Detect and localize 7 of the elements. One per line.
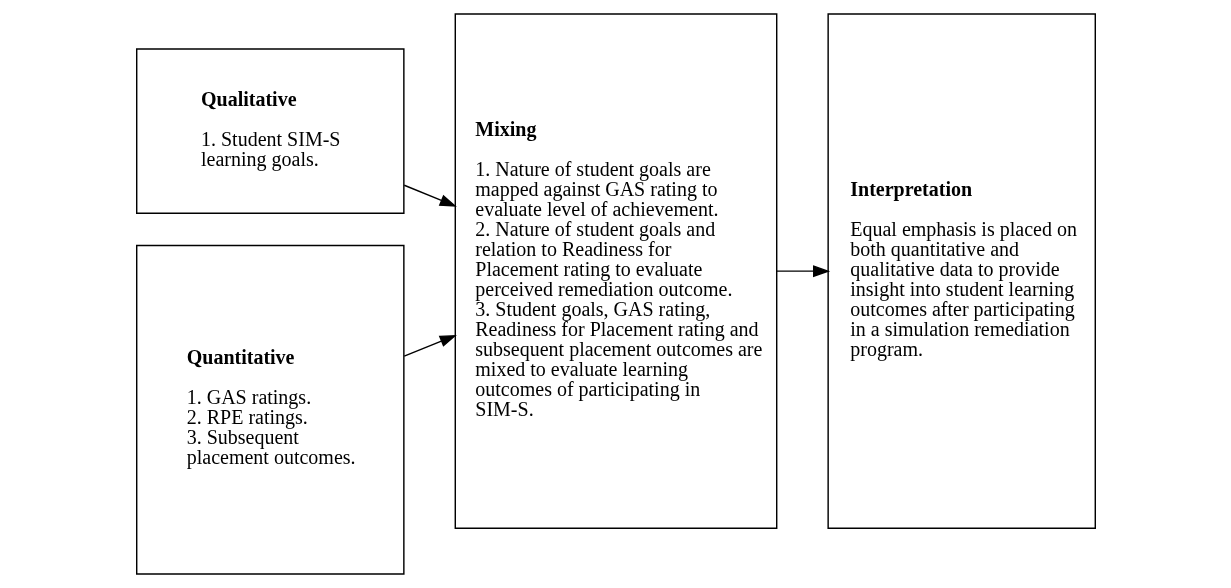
arrow bbox=[775, 265, 830, 278]
arrow bbox=[403, 334, 457, 357]
node-box: Mixing 1. Nature of student goals are mapped against GAS rating to evaluate level of achievement. 2. Nature of student goals and relation to Readiness for Placement rating to evaluate perceived remediation outcome. 3. Student goals, GAS rating, Readiness for Placement rating and subsequent placement outcomes are mixed to evaluate learning outcomes of participating in SIM-S. bbox=[454, 13, 777, 529]
node-box: Qualitative 1. Student SIM-S learning goals. bbox=[135, 48, 405, 214]
node-box: Quantitative 1. GAS ratings. 2. RPE ratings. 3. Subsequent placement outcomes. bbox=[135, 244, 405, 575]
arrow bbox=[403, 184, 457, 207]
node-box: Interpretation Equal emphasis is placed on both quantitative and qualitative data to provide insight into student learning outcomes after participating in a simulation remediation program. bbox=[826, 13, 1096, 529]
